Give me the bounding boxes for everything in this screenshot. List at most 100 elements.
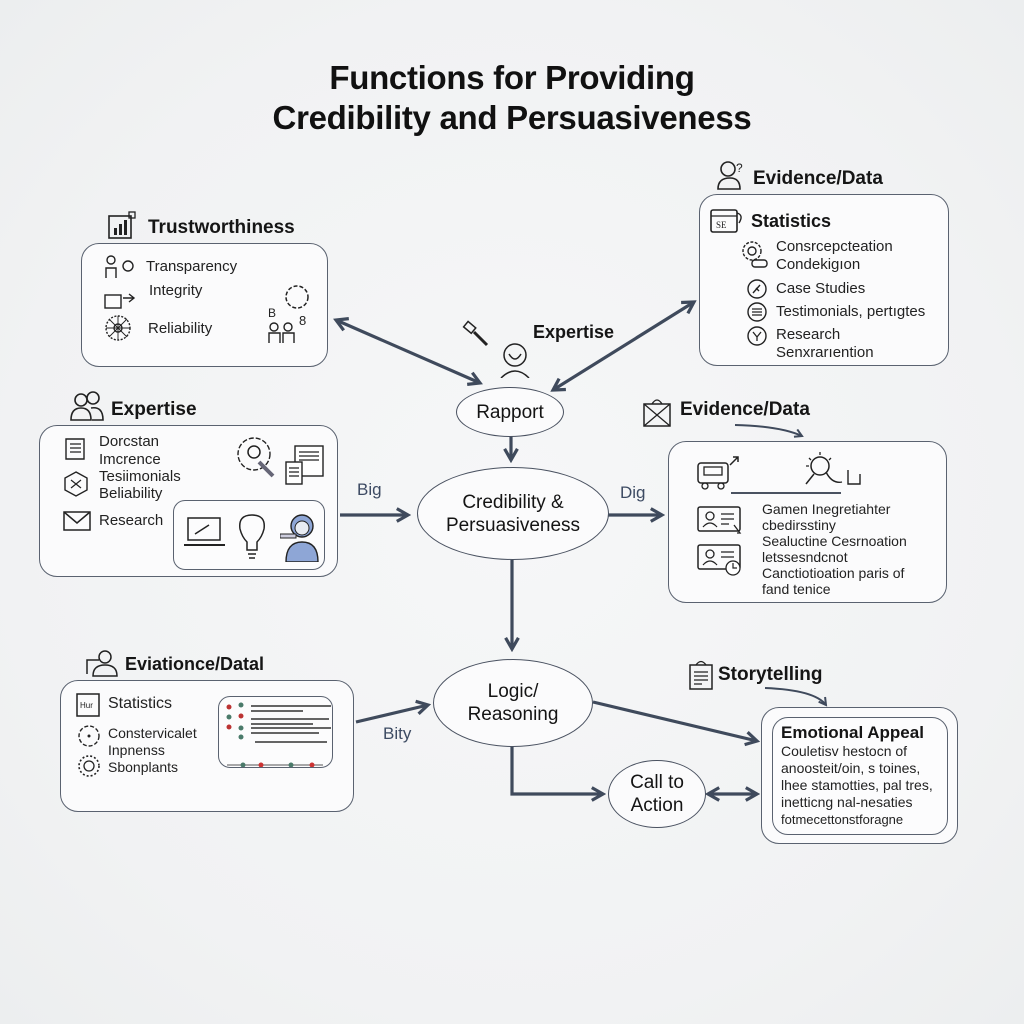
svg-text:B: B bbox=[268, 306, 276, 320]
arrow-evidence-mid-curve bbox=[734, 424, 804, 438]
node-logic-reasoning[interactable]: Logic/Reasoning bbox=[433, 659, 593, 747]
documents-icon bbox=[283, 444, 327, 493]
gear-wheel-icon bbox=[103, 313, 133, 348]
storytelling-item: lhee stamotties, pal tres, bbox=[781, 777, 933, 793]
trust-item-reliability: Reliability bbox=[148, 320, 213, 337]
expertise-item: Dorcstan bbox=[99, 433, 160, 450]
checklist-illustration bbox=[226, 702, 331, 768]
storytelling-item: anoosteit/oin, s toines, bbox=[781, 760, 921, 776]
lightbulb-icon bbox=[236, 512, 268, 565]
trustworthiness-box bbox=[81, 243, 328, 367]
list-circle-icon bbox=[746, 301, 768, 328]
evidence-mid-item: Canctiotioation paris of bbox=[762, 565, 905, 581]
people-icon bbox=[70, 390, 106, 427]
title-line-2: Credibility and Persuasiveness bbox=[272, 99, 752, 136]
id-card-clock-icon bbox=[696, 543, 746, 582]
evidence-mid-item: letssesndcnot bbox=[762, 549, 848, 565]
svg-text:SE: SE bbox=[716, 220, 727, 230]
evidence-top-item: Consrcepcteation bbox=[776, 238, 893, 255]
storytelling-item: fotmecettonstforagne bbox=[781, 812, 904, 827]
edge-label-dig: Dig bbox=[620, 483, 646, 502]
evidence-top-item: Condekigıon bbox=[776, 256, 861, 273]
node-credibility-persuasiveness[interactable]: Credibility &Persuasiveness bbox=[417, 467, 609, 560]
thumbs-up-icon bbox=[103, 287, 137, 316]
research-icon bbox=[746, 325, 768, 352]
expertise-item: Tesiimonials bbox=[99, 468, 181, 485]
evidence-top-item: Case Studies bbox=[776, 280, 866, 297]
evidence-top-box bbox=[699, 194, 949, 366]
gear-badge-icon bbox=[233, 434, 279, 485]
arrow-logic-cta bbox=[510, 746, 607, 802]
diagram-title: Functions for Providing Credibility and … bbox=[0, 58, 1024, 138]
logic-line-2: Reasoning bbox=[467, 704, 559, 725]
person-card-icon bbox=[85, 648, 119, 683]
arrow-logic-emotional bbox=[592, 700, 761, 747]
arrow-storytelling-curve bbox=[764, 687, 828, 707]
emotional-appeal-heading: Emotional Appeal bbox=[781, 723, 924, 742]
cta-line-1: Call to bbox=[630, 772, 684, 793]
emotional-appeal-box bbox=[772, 717, 948, 835]
evidence-top-item: Testimonials, pertıgtes bbox=[776, 303, 926, 320]
envelope-bag-icon bbox=[642, 396, 672, 433]
case-studies-icon bbox=[746, 278, 768, 305]
gear-outline-icon bbox=[77, 724, 101, 753]
center-line-2: Persuasiveness bbox=[445, 514, 581, 536]
arrow-evidence-rapport bbox=[550, 300, 697, 392]
expertise-item: Beliability bbox=[99, 485, 163, 502]
edge-label-bity: Bity bbox=[383, 724, 412, 743]
node-logic-label: Logic/Reasoning bbox=[468, 680, 559, 726]
gavel-icon bbox=[462, 320, 492, 355]
cta-line-2: Action bbox=[630, 795, 684, 816]
svg-text:Hur: Hur bbox=[80, 701, 93, 710]
hexagon-badge-icon bbox=[62, 470, 90, 503]
evidence-mid-item: Sealuctine Cesrnoation bbox=[762, 533, 907, 549]
statistics-card-icon: SE bbox=[709, 207, 745, 240]
evidence-bottom-heading: Eviationce/Datal bbox=[125, 654, 265, 674]
id-card-icon bbox=[696, 505, 746, 540]
evidence-bottom-item: Inpnenss bbox=[108, 742, 165, 758]
arrow-evidence-bottom-logic bbox=[355, 699, 432, 724]
evidence-mid-item: fand tenice bbox=[762, 581, 831, 597]
expertise-item: Imcrence bbox=[99, 451, 161, 468]
person-smile-icon bbox=[499, 342, 535, 383]
storytelling-heading: Storytelling bbox=[718, 664, 823, 685]
evidence-mid-heading: Evidence/Data bbox=[680, 399, 810, 420]
evidence-bottom-statistics: Statistics bbox=[108, 695, 173, 712]
arrow-trust-rapport bbox=[333, 317, 483, 386]
evidence-mid-item: cbedirsstiny bbox=[762, 517, 836, 533]
gear-person-icon bbox=[740, 240, 770, 275]
svg-text:8: 8 bbox=[299, 313, 306, 328]
laptop-icon bbox=[183, 515, 227, 554]
evidence-top-heading: Evidence/Data bbox=[753, 168, 883, 189]
storytelling-item: Couletisv hestocn of bbox=[781, 743, 908, 759]
evidence-bottom-item: Constervicalet bbox=[108, 725, 197, 741]
divider-line bbox=[731, 492, 841, 494]
title-line-1: Functions for Providing bbox=[329, 59, 695, 96]
storytelling-item: inetticng nal-nesaties bbox=[781, 794, 913, 810]
node-rapport-label: Rapport bbox=[476, 401, 544, 423]
idea-hand-icon bbox=[804, 450, 864, 495]
evidence-mid-box bbox=[668, 441, 947, 603]
svg-text:?: ? bbox=[736, 161, 743, 175]
trust-item-transparency: Transparency bbox=[146, 258, 238, 275]
expertise-item: Research bbox=[99, 512, 164, 529]
center-line-1: Credibility & bbox=[462, 491, 564, 513]
trust-item-integrity: Integrity bbox=[149, 282, 203, 299]
person-idea-icon bbox=[103, 254, 137, 285]
evidence-top-statistics: Statistics bbox=[751, 211, 832, 231]
logic-line-1: Logic/ bbox=[487, 681, 539, 702]
node-center-label: Credibility &Persuasiveness bbox=[446, 491, 580, 537]
evidence-top-item: Senxrarıention bbox=[776, 344, 874, 361]
presentation-screen-icon bbox=[696, 455, 742, 496]
node-rapport[interactable]: Rapport bbox=[456, 387, 564, 437]
expertise-left-heading: Expertise bbox=[111, 399, 197, 420]
stats-square-icon: Hur bbox=[76, 693, 100, 722]
person-question-icon: ? bbox=[716, 160, 746, 195]
evidence-mid-item: Gamen Inegretiahter bbox=[762, 501, 891, 517]
person-avatar-icon bbox=[279, 512, 320, 567]
evidence-top-item: Research bbox=[776, 326, 841, 343]
